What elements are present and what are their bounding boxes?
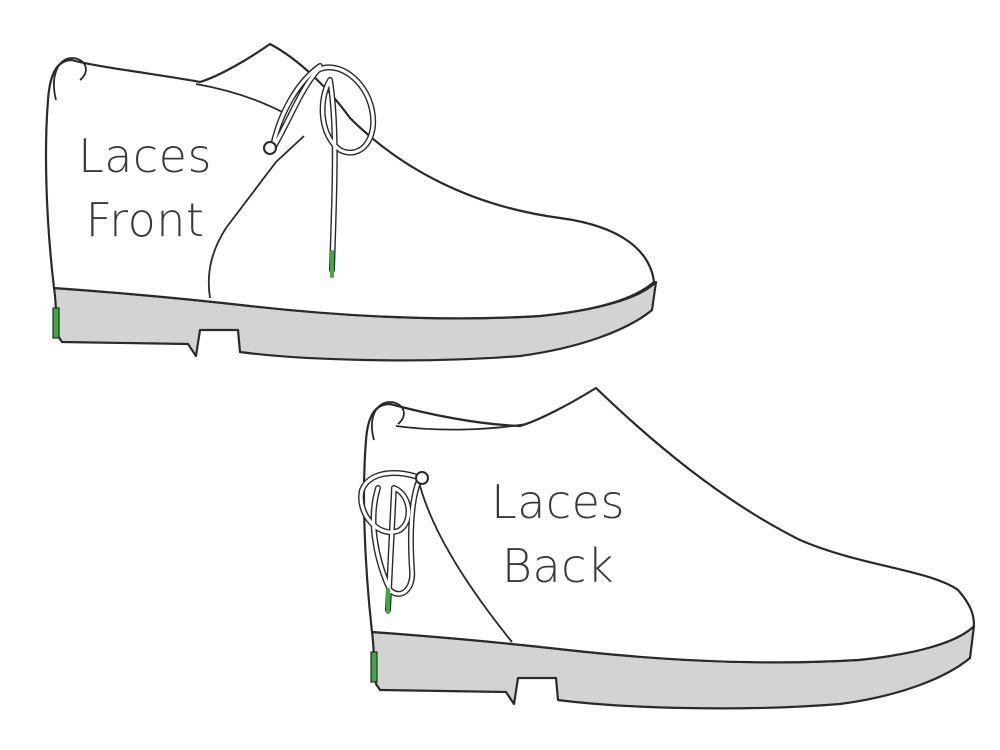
shoe-back-tongue xyxy=(395,423,527,431)
shoe-back-heel-tab xyxy=(370,651,378,683)
label-laces-back-line1: Laces xyxy=(491,475,625,529)
label-laces-back-line2: Back xyxy=(501,539,615,593)
shoe-laces-back xyxy=(358,386,976,710)
shoe-back-eyelet xyxy=(415,471,429,485)
shoe-front-quarter-seam xyxy=(207,135,305,299)
label-laces-front-line2: Front xyxy=(85,193,205,247)
shoe-back-upper xyxy=(362,386,976,664)
shoe-back-collar xyxy=(371,401,405,441)
shoe-front-tongue xyxy=(195,83,287,115)
label-laces-front-line1: Laces xyxy=(78,129,212,183)
label-laces-back: Laces Back xyxy=(478,470,638,598)
label-laces-front: Laces Front xyxy=(70,124,220,252)
shoe-front-collar xyxy=(53,57,87,101)
shoe-front-upper xyxy=(44,42,656,320)
shoe-front-heel-tab xyxy=(52,307,60,339)
shoe-laces-front xyxy=(44,42,658,362)
shoe-front-eyelet xyxy=(263,141,277,155)
shoe-back-quarter-seam xyxy=(417,477,513,643)
